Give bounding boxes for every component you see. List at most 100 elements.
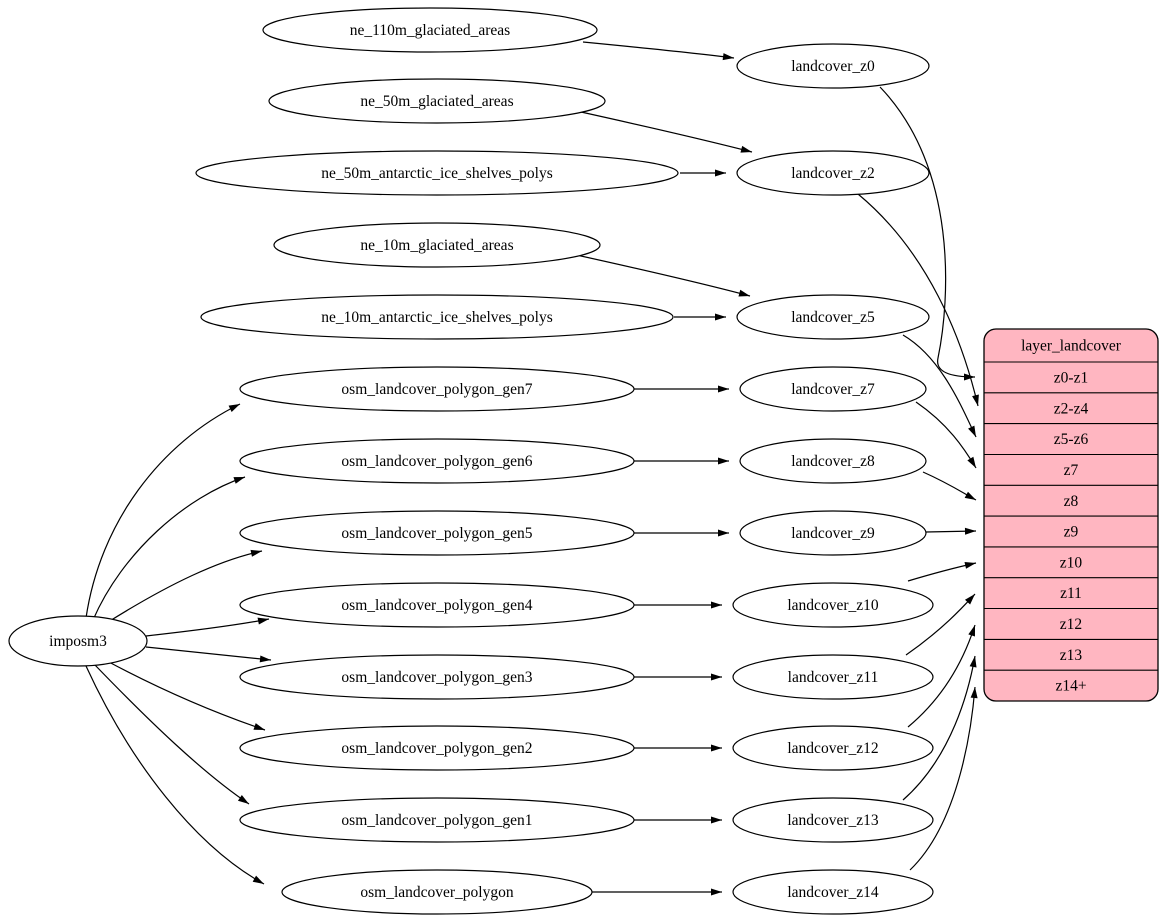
edge-landcover-z11-to-row-z11 <box>905 593 976 656</box>
edge-ne-10m-glaciated-to-landcover-z5 <box>571 253 751 297</box>
node-landcover-z11: landcover_z11 <box>732 654 934 700</box>
node-ne-50m-glaciated-areas: ne_50m_glaciated_areas <box>268 78 606 124</box>
node-landcover-z12-label: landcover_z12 <box>787 740 878 757</box>
table-row-z11: z11 <box>1060 585 1082 602</box>
node-osm-landcover-polygon-gen6-shape <box>239 438 635 484</box>
node-landcover-z2-shape <box>736 150 930 196</box>
node-landcover-z8: landcover_z8 <box>739 438 927 484</box>
node-osm-landcover-polygon-label: osm_landcover_polygon <box>360 884 514 901</box>
edge-landcover-z2-to-row-z2-z4 <box>857 193 979 407</box>
edge-landcover-z7-to-row-z7 <box>915 401 977 469</box>
table-layer-landcover: layer_landcover z0-z1 z2-z4 z5-z6 z7 z8 … <box>983 328 1159 702</box>
node-ne-10m-antarctic-ice-shelves-polys: ne_10m_antarctic_ice_shelves_polys <box>200 294 674 340</box>
node-osm-landcover-polygon-gen3: osm_landcover_polygon_gen3 <box>239 654 635 700</box>
node-ne-10m-antarctic-ice-shelves-polys-shape <box>200 294 674 340</box>
node-landcover-z9-shape <box>739 510 927 556</box>
node-landcover-z13: landcover_z13 <box>732 797 934 843</box>
table-row-z10: z10 <box>1060 554 1083 571</box>
node-osm-landcover-polygon-gen4-label: osm_landcover_polygon_gen4 <box>341 597 532 614</box>
node-landcover-z0: landcover_z0 <box>736 43 930 89</box>
node-osm-landcover-polygon-gen1: osm_landcover_polygon_gen1 <box>239 797 635 843</box>
node-ne-10m-antarctic-ice-shelves-polys-label: ne_10m_antarctic_ice_shelves_polys <box>321 309 553 326</box>
edge-ne-110m-to-landcover-z0 <box>582 41 735 61</box>
node-landcover-z2-label: landcover_z2 <box>791 165 875 182</box>
node-osm-landcover-polygon-gen2: osm_landcover_polygon_gen2 <box>239 725 635 771</box>
node-ne-50m-glaciated-areas-label: ne_50m_glaciated_areas <box>360 93 513 110</box>
edge-imposm3-to-gen3 <box>145 646 272 663</box>
table-row-z8: z8 <box>1064 493 1079 510</box>
node-osm-landcover-polygon-gen3-shape <box>239 654 635 700</box>
table-row-z13: z13 <box>1060 647 1083 664</box>
node-group: imposm3 ne_110m_glaciated_areas ne_50m_g… <box>8 7 934 915</box>
edge-imposm3-to-gen4 <box>145 617 270 637</box>
node-landcover-z13-label: landcover_z13 <box>787 812 878 829</box>
node-landcover-z14-label: landcover_z14 <box>787 884 878 901</box>
table-row-z5-z6: z5-z6 <box>1054 431 1089 448</box>
node-osm-landcover-polygon-gen5-label: osm_landcover_polygon_gen5 <box>341 525 532 542</box>
node-landcover-z11-label: landcover_z11 <box>788 669 879 686</box>
table-row-z7: z7 <box>1064 462 1079 479</box>
node-ne-110m-glaciated-areas: ne_110m_glaciated_areas <box>262 7 598 53</box>
edge-imposm3-to-polygon <box>85 665 265 885</box>
node-landcover-z12: landcover_z12 <box>732 725 934 771</box>
node-osm-landcover-polygon-shape <box>281 869 593 915</box>
table-title: layer_landcover <box>1021 338 1122 355</box>
edge-imposm3-to-gen6 <box>92 476 246 621</box>
node-landcover-z0-label: landcover_z0 <box>791 58 875 75</box>
node-landcover-z10-shape <box>732 582 934 628</box>
edge-landcover-z13-to-row-z13 <box>902 655 977 801</box>
table-row-z9: z9 <box>1064 524 1079 541</box>
edge-landcover-z5-to-row-z5-z6 <box>902 334 977 438</box>
node-landcover-z12-shape <box>732 725 934 771</box>
node-osm-landcover-polygon-gen7: osm_landcover_polygon_gen7 <box>239 366 635 412</box>
node-landcover-z7-shape <box>739 366 927 412</box>
edge-landcover-z10-to-row-z10 <box>907 561 977 582</box>
edge-landcover-z9-to-row-z9 <box>925 527 977 535</box>
node-osm-landcover-polygon-gen4-shape <box>239 582 635 628</box>
node-osm-landcover-polygon: osm_landcover_polygon <box>281 869 593 915</box>
node-ne-50m-antarctic-ice-shelves-polys: ne_50m_antarctic_ice_shelves_polys <box>195 150 679 196</box>
node-ne-10m-glaciated-areas-label: ne_10m_glaciated_areas <box>360 237 513 254</box>
edge-ne-50m-glaciated-to-landcover-z2 <box>571 109 753 153</box>
node-ne-110m-glaciated-areas-label: ne_110m_glaciated_areas <box>350 22 510 39</box>
node-osm-landcover-polygon-gen5: osm_landcover_polygon_gen5 <box>239 510 635 556</box>
table-row-z0-z1: z0-z1 <box>1054 370 1088 387</box>
edge-landcover-z12-to-row-z12 <box>907 624 976 728</box>
node-landcover-z11-shape <box>732 654 934 700</box>
node-landcover-z8-label: landcover_z8 <box>791 453 875 470</box>
node-osm-landcover-polygon-gen1-shape <box>239 797 635 843</box>
node-landcover-z8-shape <box>739 438 927 484</box>
node-ne-10m-glaciated-areas: ne_10m_glaciated_areas <box>273 222 601 268</box>
node-ne-50m-glaciated-areas-shape <box>268 78 606 124</box>
edge-landcover-z14-to-row-z14 <box>909 686 978 871</box>
node-landcover-z7: landcover_z7 <box>739 366 927 412</box>
node-landcover-z13-shape <box>732 797 934 843</box>
node-osm-landcover-polygon-gen3-label: osm_landcover_polygon_gen3 <box>341 669 532 686</box>
node-imposm3: imposm3 <box>8 615 148 667</box>
node-landcover-z7-label: landcover_z7 <box>791 381 875 398</box>
edge-group <box>85 41 979 896</box>
node-osm-landcover-polygon-gen4: osm_landcover_polygon_gen4 <box>239 582 635 628</box>
node-osm-landcover-polygon-gen7-label: osm_landcover_polygon_gen7 <box>341 381 532 398</box>
edge-landcover-z8-to-row-z8 <box>922 471 977 501</box>
node-landcover-z14: landcover_z14 <box>732 869 934 915</box>
node-imposm3-label: imposm3 <box>49 633 107 650</box>
node-ne-110m-glaciated-areas-shape <box>262 7 598 53</box>
node-landcover-z2: landcover_z2 <box>736 150 930 196</box>
node-landcover-z9-label: landcover_z9 <box>791 525 875 542</box>
node-osm-landcover-polygon-gen5-shape <box>239 510 635 556</box>
node-landcover-z0-shape <box>736 43 930 89</box>
node-osm-landcover-polygon-gen2-shape <box>239 725 635 771</box>
node-osm-landcover-polygon-gen2-label: osm_landcover_polygon_gen2 <box>341 740 532 757</box>
node-ne-50m-antarctic-ice-shelves-polys-shape <box>195 150 679 196</box>
node-ne-10m-glaciated-areas-shape <box>273 222 601 268</box>
table-row-z2-z4: z2-z4 <box>1054 400 1089 417</box>
edge-imposm3-to-gen2 <box>106 660 266 731</box>
edge-imposm3-to-gen1 <box>93 663 250 805</box>
node-landcover-z10: landcover_z10 <box>732 582 934 628</box>
edge-imposm3-to-gen5 <box>104 549 263 625</box>
node-osm-landcover-polygon-gen7-shape <box>239 366 635 412</box>
node-landcover-z5-label: landcover_z5 <box>791 309 875 326</box>
node-imposm3-shape <box>8 615 148 667</box>
